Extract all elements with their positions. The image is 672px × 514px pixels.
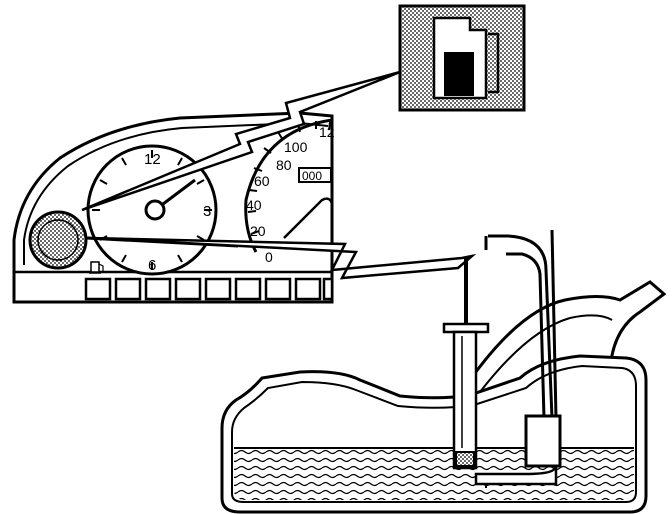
fuel-tank	[220, 280, 667, 514]
speed-label-12: 12	[319, 124, 335, 140]
pump-module	[524, 414, 562, 468]
speedometer-needle	[283, 197, 334, 239]
filler-neck	[468, 280, 667, 381]
fuel-pipe-inner	[488, 234, 554, 419]
speed-label-100: 100	[284, 139, 308, 155]
fuel-sender-unit	[442, 229, 562, 488]
fuel-pump-icon	[89, 261, 104, 274]
speed-label-20: 20	[250, 223, 266, 239]
tank-shell-inner	[231, 364, 637, 503]
fuel-level	[234, 448, 634, 500]
odometer-reading: 000	[302, 169, 322, 183]
clock-label-3: 3	[203, 203, 211, 220]
clock-label-12: 12	[144, 151, 161, 168]
callout-pointer-lower	[87, 236, 477, 280]
clock-hub	[144, 199, 166, 221]
cluster-housing-inner	[23, 121, 329, 265]
sender-tube	[452, 330, 478, 470]
speedometer: 100 80 60 40 20 0 12 000	[244, 118, 335, 265]
warning-light-icon	[28, 210, 88, 270]
speed-label-80: 80	[276, 157, 292, 173]
indicator-lamp-row	[84, 277, 334, 301]
sender-float	[455, 451, 475, 467]
fuel-gauge-inset-icon	[398, 4, 526, 112]
speed-label-60: 60	[254, 173, 270, 189]
instrument-cluster: 12 3 6 100 80 60 40 20	[12, 111, 335, 304]
clock-label-6: 6	[148, 257, 156, 274]
speed-label-0: 0	[265, 249, 273, 265]
speed-label-40: 40	[246, 197, 262, 213]
fuel-pipe-outer	[506, 252, 546, 419]
odometer-box	[298, 167, 332, 183]
